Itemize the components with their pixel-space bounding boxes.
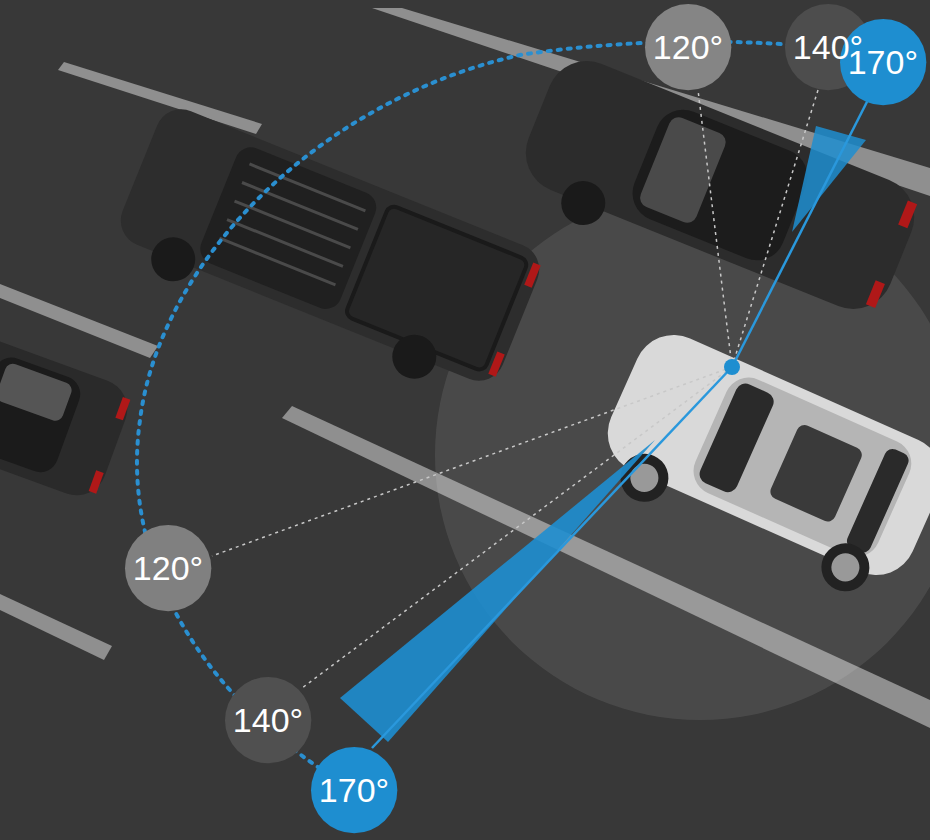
angle-badge: 120° — [644, 3, 732, 91]
angle-label: 140° — [233, 703, 303, 737]
angle-badge: 140° — [224, 676, 312, 764]
angle-label: 120° — [653, 30, 723, 64]
angle-badge: 120° — [124, 524, 212, 612]
badge-fill — [125, 525, 211, 611]
badge-fill — [311, 747, 397, 833]
badge-fill — [840, 19, 926, 105]
badge-fill — [645, 4, 731, 90]
fov-edge — [372, 367, 732, 748]
fov-edge — [732, 92, 872, 367]
badge-fill — [225, 677, 311, 763]
angle-badge: 170° — [310, 746, 398, 834]
angle-label: 170° — [319, 773, 389, 807]
fov-wedge — [340, 440, 655, 742]
angle-label: 120° — [133, 551, 203, 585]
car-left — [0, 323, 136, 504]
fov-arc — [137, 42, 905, 790]
angle-label: 170° — [848, 45, 918, 79]
pickup-truck — [105, 101, 547, 409]
camera-point — [724, 359, 740, 375]
